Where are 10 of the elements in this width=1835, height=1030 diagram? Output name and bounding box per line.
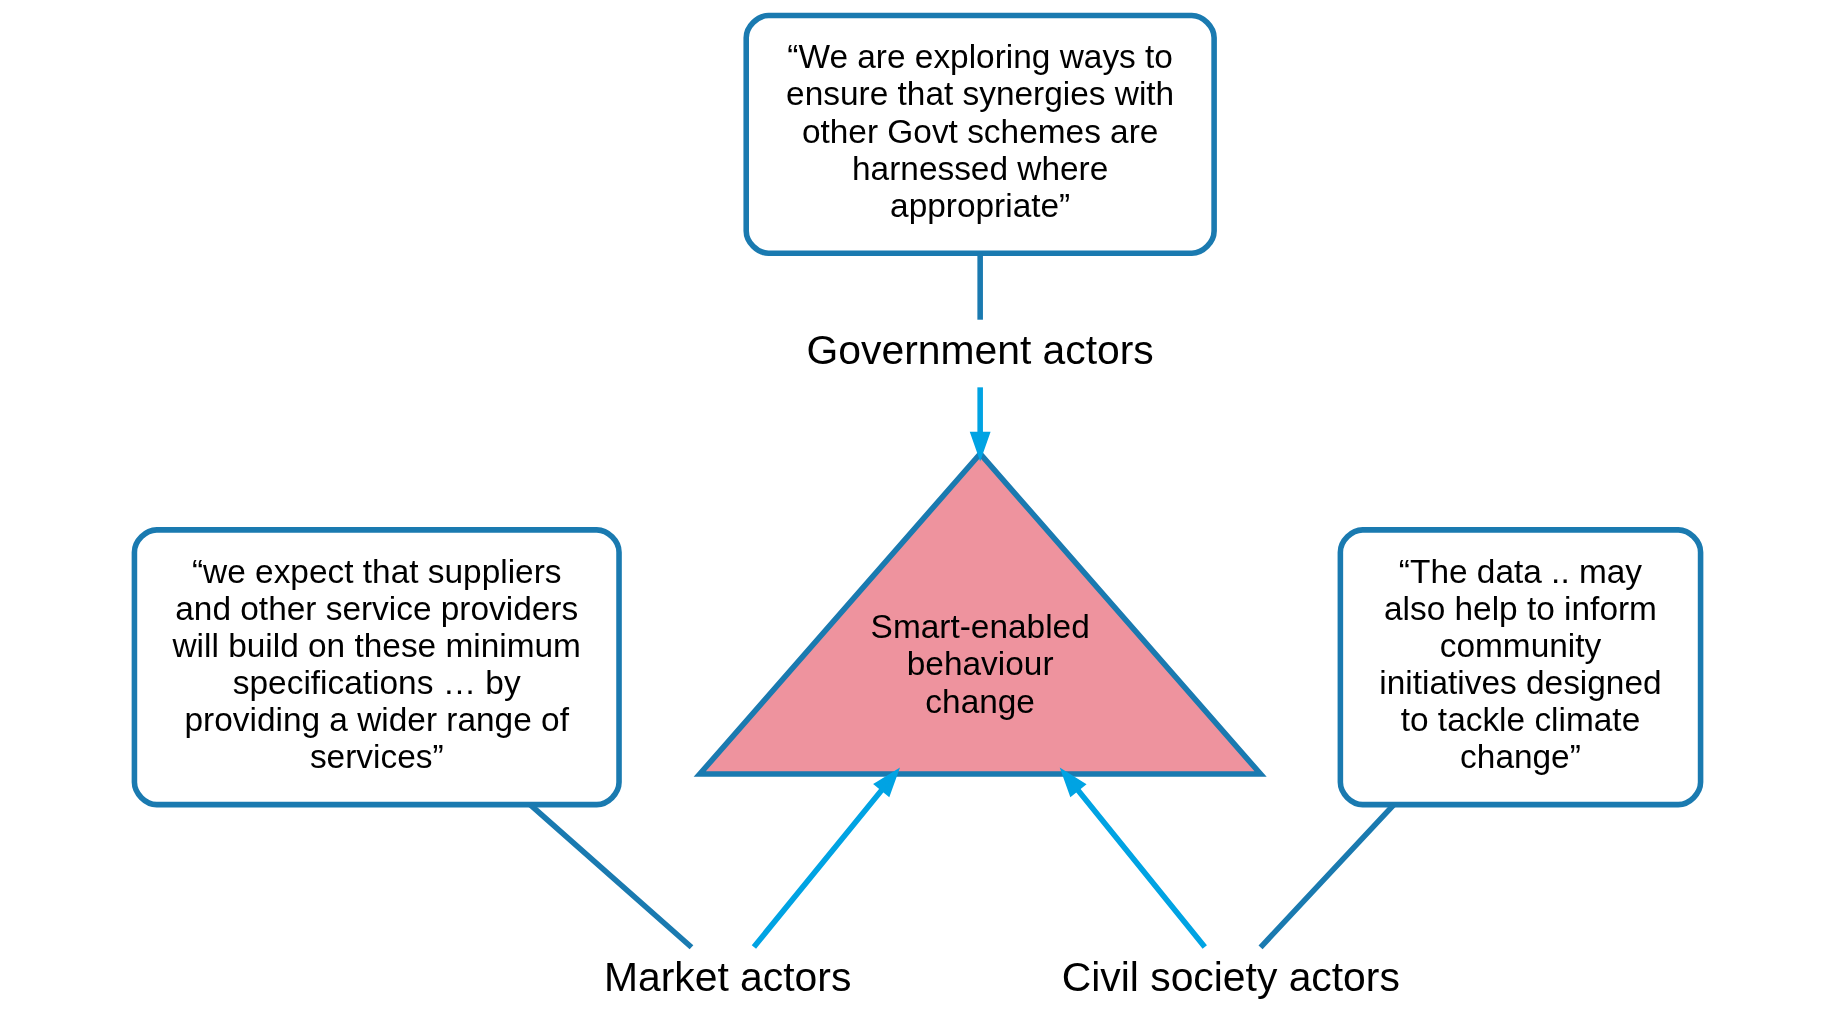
arrow — [751, 767, 900, 949]
arrow — [969, 387, 991, 462]
node-box: “The data .. may also help to inform community initiatives designed to tackle climate change” — [1337, 527, 1704, 808]
node-text: Civil society actors — [1061, 954, 1400, 1001]
node-box: “we expect that suppliers and other service providers will build on these minimum specifications … by providing a wider range of services” — [131, 527, 622, 808]
node-box: “We are exploring ways to ensure that synergies with other Govt schemes are harnessed where appropriate” — [743, 12, 1217, 256]
arrow — [1059, 767, 1207, 949]
node-text: Government actors — [806, 326, 1154, 373]
connector — [977, 253, 983, 320]
node-text: Market actors — [603, 954, 852, 1001]
